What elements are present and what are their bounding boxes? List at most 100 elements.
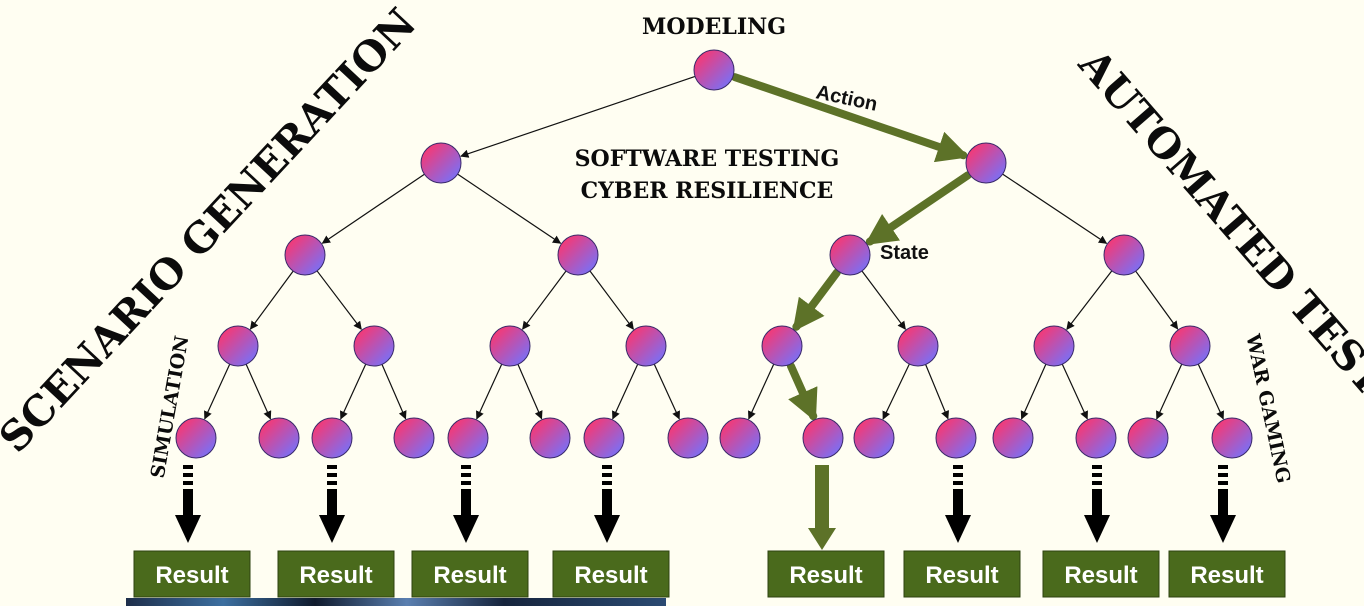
result-arrow-stripe — [953, 481, 963, 485]
tree-edge — [460, 75, 696, 158]
tree-node — [965, 142, 1007, 184]
tree-node — [393, 417, 435, 459]
tree-nodes — [175, 49, 1253, 459]
tree-edge — [1066, 270, 1113, 331]
war-gaming-label: WAR GAMING — [1241, 331, 1294, 485]
result-arrow-stripe — [1218, 481, 1228, 485]
simulation-label: SIMULATION — [147, 334, 194, 480]
result-arrow-stripe — [183, 465, 193, 469]
result-arrow-head — [175, 515, 201, 543]
result-label: Result — [433, 562, 506, 589]
tree-node — [667, 417, 709, 459]
tree-node — [719, 417, 761, 459]
tree-node — [489, 325, 531, 367]
result-box — [1168, 550, 1286, 598]
result-label: Result — [1064, 562, 1137, 589]
tree-edge — [476, 363, 503, 420]
result-arrow-stripe — [461, 465, 471, 469]
tree-node — [217, 325, 259, 367]
tree-node — [420, 142, 462, 184]
result-arrow-stripe — [461, 473, 471, 477]
tree-node — [311, 417, 353, 459]
tree-node — [1033, 325, 1075, 367]
result-label: Result — [155, 562, 228, 589]
photo-strip — [126, 598, 666, 606]
tree-node — [258, 417, 300, 459]
result-arrow-stripe — [327, 465, 337, 469]
result-arrow-shaft — [461, 489, 471, 517]
result-arrow-shaft — [953, 489, 963, 517]
result-label: Result — [574, 562, 647, 589]
result-arrow-stripe — [183, 481, 193, 485]
tree-node — [802, 417, 844, 459]
state-edge-label: State — [880, 242, 929, 264]
result-arrow-stripe — [461, 481, 471, 485]
result-box — [133, 550, 251, 598]
result-arrow-stripe — [953, 465, 963, 469]
tree-node — [625, 325, 667, 367]
result-arrow-shaft — [815, 465, 829, 530]
result-arrow-head — [594, 515, 620, 543]
tree-edge — [245, 364, 272, 420]
tree-edge — [653, 363, 680, 420]
result-arrows — [175, 465, 1236, 550]
tree-edge — [457, 173, 562, 244]
tree-edge — [882, 363, 910, 420]
result-arrow-stripe — [602, 473, 612, 477]
tree-node — [1127, 417, 1169, 459]
result-arrow-stripe — [327, 481, 337, 485]
result-label: Result — [1190, 562, 1263, 589]
result-arrow-head — [1210, 515, 1236, 543]
tree-node — [935, 417, 977, 459]
result-arrow-stripe — [1218, 465, 1228, 469]
tree-node — [992, 417, 1034, 459]
cyber-resilience-label: CYBER RESILIENCE — [581, 178, 834, 204]
result-arrow-head — [319, 515, 345, 543]
tree-edge — [1061, 363, 1088, 420]
tree-node — [284, 234, 326, 276]
result-box — [277, 550, 395, 598]
highlight-edge — [730, 73, 970, 163]
tree-edge — [1002, 173, 1108, 244]
result-label: Result — [299, 562, 372, 589]
software-testing-label: SOFTWARE TESTING — [575, 146, 840, 172]
tree-edge — [612, 363, 639, 420]
tree-edge — [381, 364, 407, 420]
result-arrow-head — [808, 528, 836, 550]
result-arrow-shaft — [327, 489, 337, 517]
result-label: Result — [925, 562, 998, 589]
result-box — [1042, 550, 1160, 598]
tree-node — [583, 417, 625, 459]
result-arrow-head — [453, 515, 479, 543]
tree-edge — [1156, 363, 1183, 420]
tree-edge — [204, 363, 231, 420]
tree-edge — [1020, 364, 1047, 420]
result-box — [903, 550, 1021, 598]
result-boxes: Result Result Result Result Result Result Resu… — [133, 550, 1286, 598]
result-arrow-head — [945, 515, 971, 543]
tree-edge — [316, 270, 362, 330]
result-arrow-stripe — [1218, 473, 1228, 477]
tree-node — [557, 234, 599, 276]
scenario-generation-label: SCENARIO GENERATION — [0, 0, 426, 462]
tree-node — [1169, 325, 1211, 367]
tree-edge — [589, 270, 634, 330]
tree-edge — [1135, 270, 1179, 330]
tree-node — [829, 234, 871, 276]
tree-node — [1075, 417, 1117, 459]
tree-node — [1103, 234, 1145, 276]
result-arrow-shaft — [183, 489, 193, 517]
automated-test-label: AUTOMATED TEST — [1069, 39, 1364, 405]
tree-edge — [925, 364, 949, 420]
result-arrow-stripe — [183, 473, 193, 477]
tree-edge — [748, 363, 775, 420]
result-label: Result — [789, 562, 862, 589]
tree-node — [175, 417, 217, 459]
tree-node — [897, 325, 939, 367]
tree-node — [693, 49, 735, 91]
tree-edge — [522, 270, 567, 330]
tree-edge — [861, 270, 906, 330]
result-arrow-stripe — [602, 481, 612, 485]
result-arrow-stripe — [1092, 473, 1102, 477]
